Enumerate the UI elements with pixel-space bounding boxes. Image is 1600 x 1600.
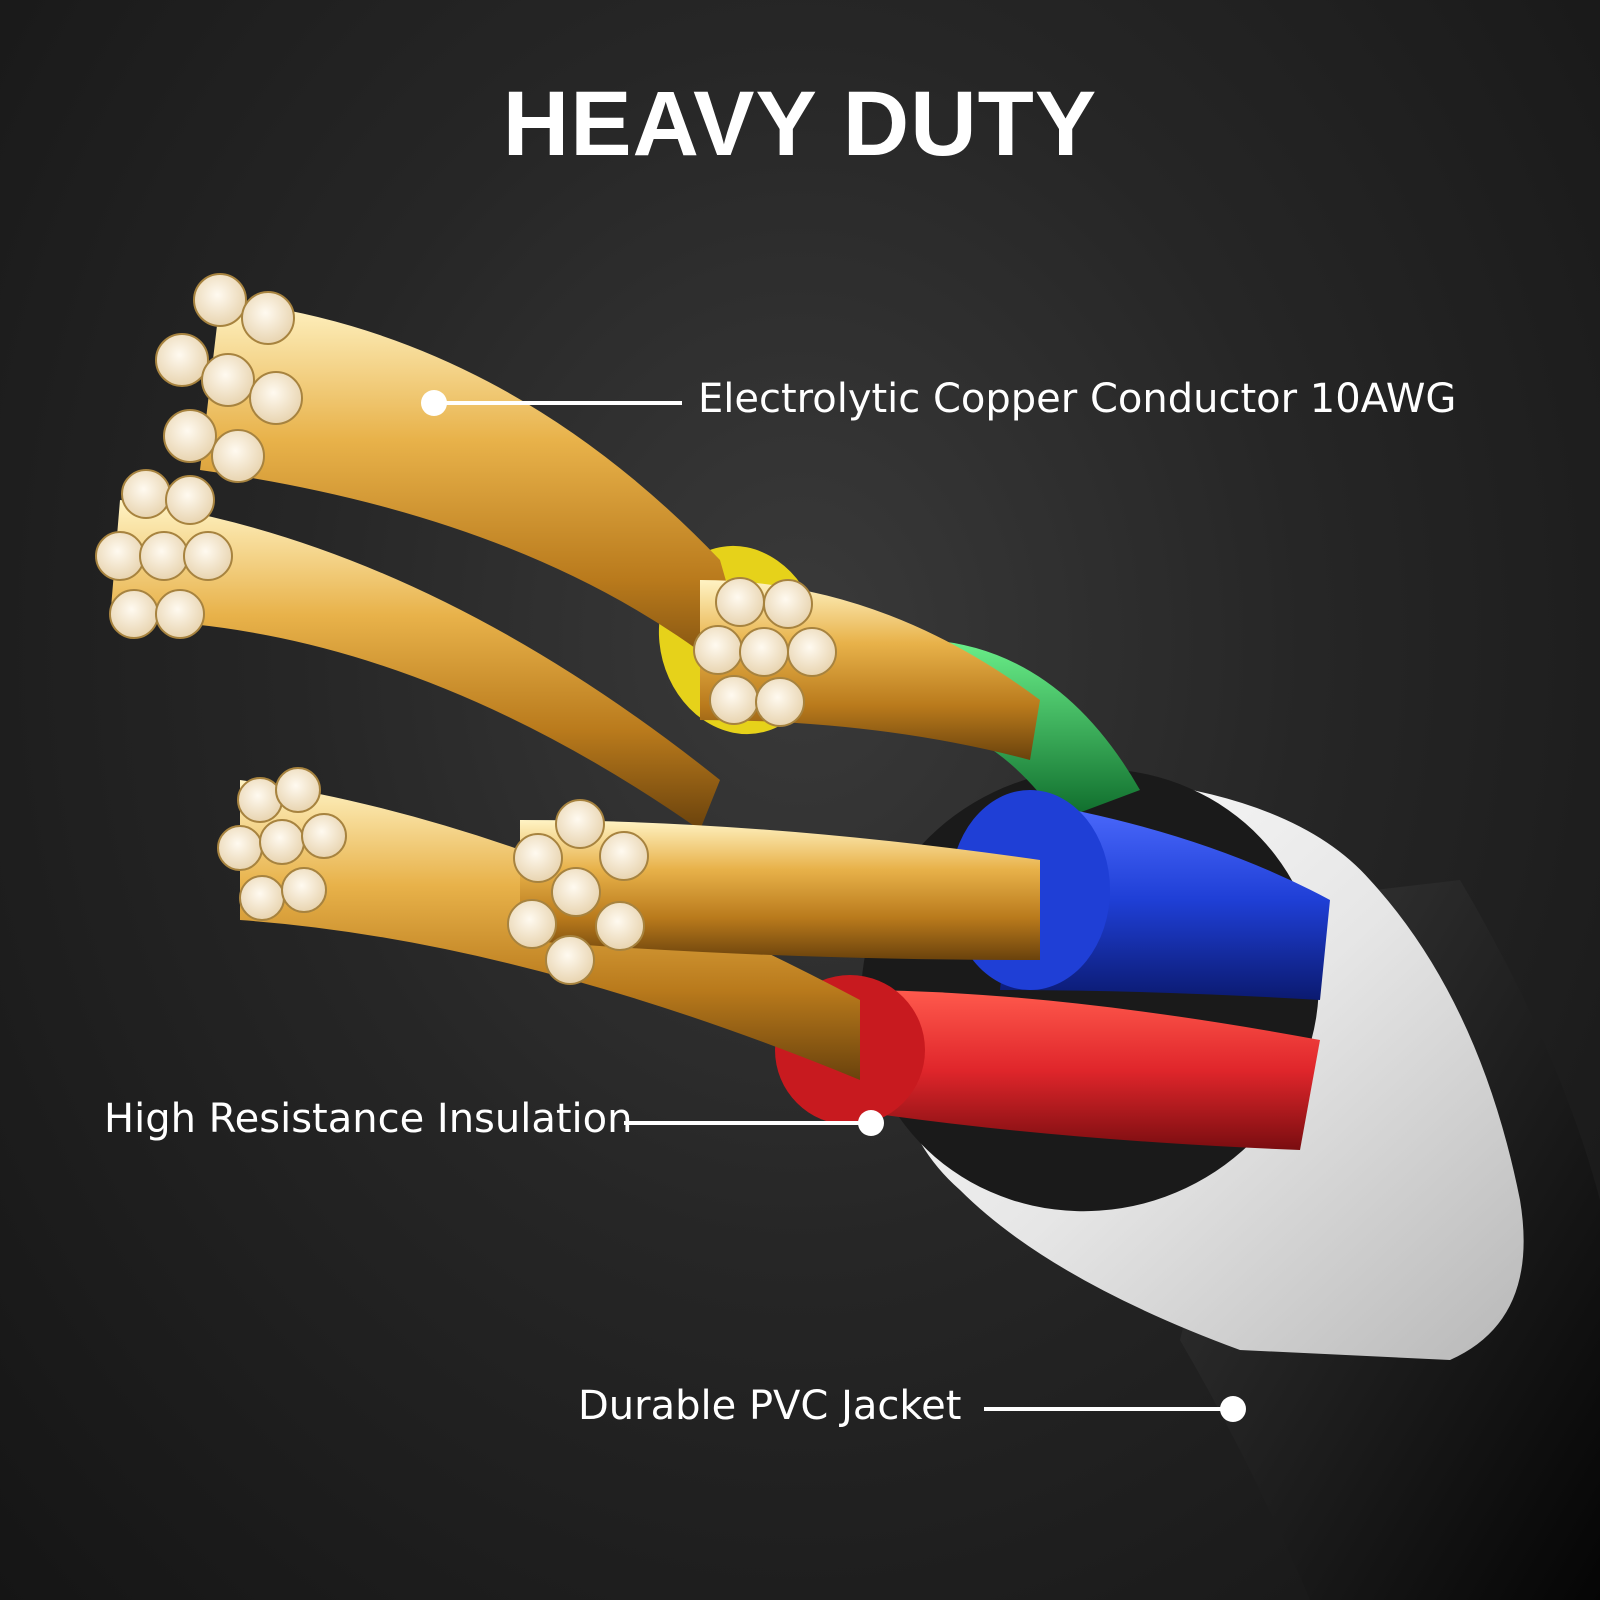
- page-title: HEAVY DUTY: [502, 73, 1098, 175]
- copper-strands: [110, 300, 1040, 1080]
- callout-jacket: Durable PVC Jacket: [578, 1383, 962, 1429]
- callout-conductor: Electrolytic Copper Conductor 10AWG: [698, 376, 1457, 422]
- callout-insulation: High Resistance Insulation: [104, 1096, 633, 1142]
- callout-line-insulation: [624, 1121, 870, 1125]
- callout-line-jacket: [984, 1407, 1232, 1411]
- callout-line-conductor: [434, 401, 682, 405]
- red-insulation: [850, 990, 1320, 1150]
- strand-end-caps: [95, 273, 837, 985]
- callout-dot-insulation: [858, 1110, 884, 1136]
- callout-dot-jacket: [1220, 1396, 1246, 1422]
